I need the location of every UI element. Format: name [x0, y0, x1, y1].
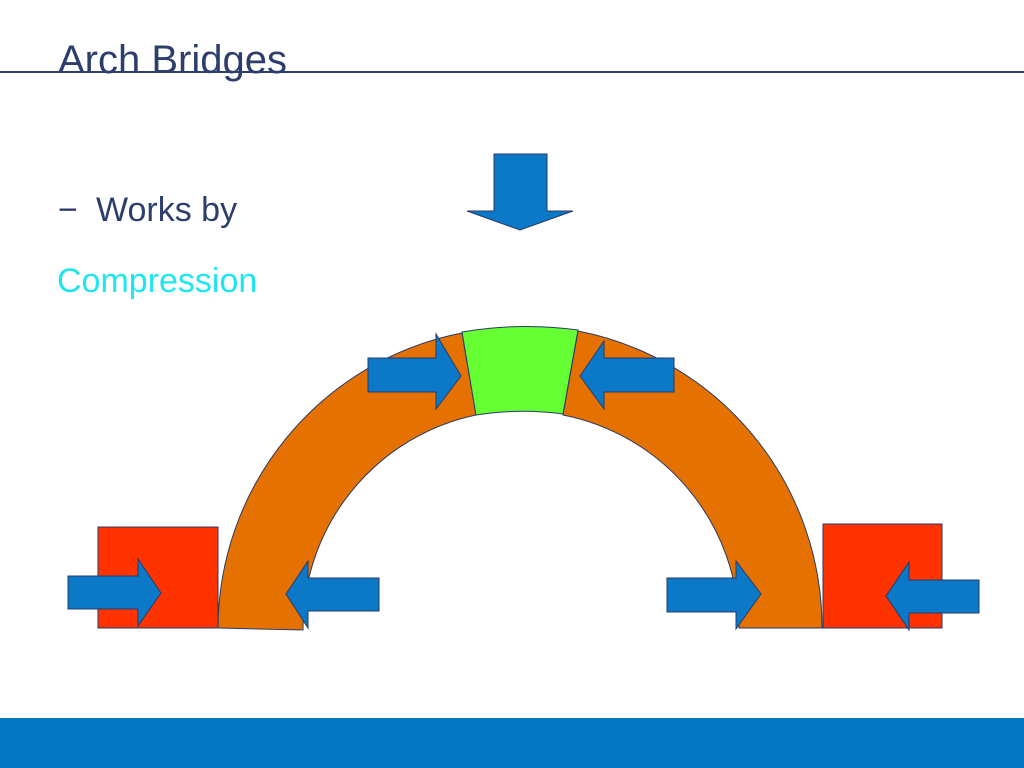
title-rule — [0, 71, 1024, 73]
down-arrow-icon — [466, 153, 574, 231]
arch-left-half — [217, 332, 477, 631]
footer-band — [0, 718, 1024, 768]
arch-right-half — [562, 330, 823, 629]
keystone — [461, 325, 579, 416]
right-arrow-icon — [666, 559, 762, 631]
left-arrow-icon — [885, 560, 980, 632]
right-arrow-icon — [67, 557, 162, 628]
compression-keyword: Compression — [57, 262, 258, 300]
right-arrow-icon — [367, 332, 462, 411]
slide-title: Arch Bridges — [58, 38, 287, 82]
bullet-point: −Works by — [58, 190, 237, 230]
bullet-marker: − — [58, 191, 78, 229]
bullet-text: Works by — [96, 191, 238, 229]
left-arrow-icon — [285, 559, 380, 630]
left-arrow-icon — [579, 339, 675, 411]
